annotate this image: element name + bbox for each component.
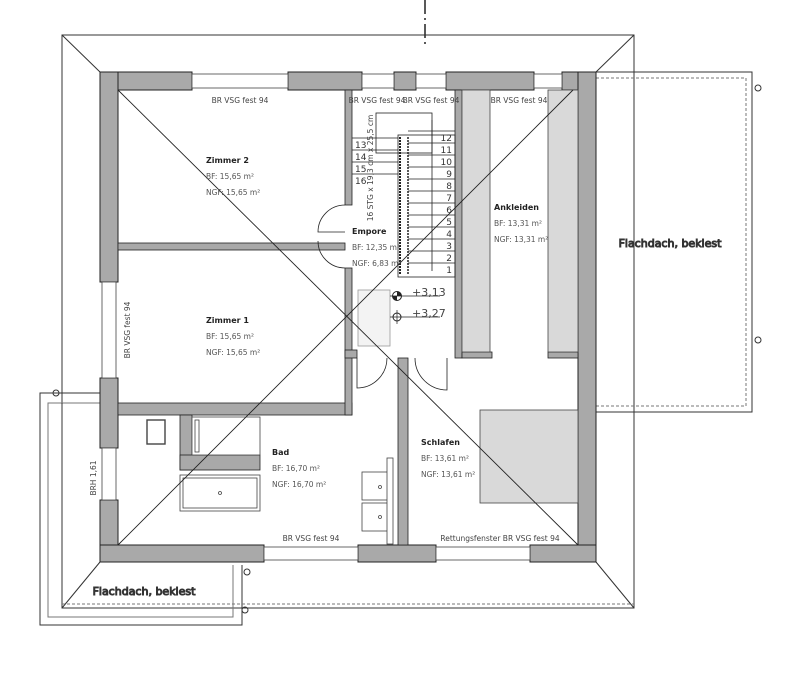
stair-step-number: 16	[355, 177, 367, 187]
windows	[101, 73, 563, 561]
stair-step-number: 15	[355, 165, 366, 175]
roof-outline	[61, 34, 635, 609]
window-label: BR VSG fest 94	[123, 301, 132, 358]
flat-roof-left: Flachdach, bekiest	[39, 389, 634, 626]
room-zimmer-2: Zimmer 2 BF: 15,65 m² NGF: 15,65 m²	[206, 156, 260, 197]
room-zimmer-1: Zimmer 1 BF: 15,65 m² NGF: 15,65 m²	[206, 316, 260, 357]
room-labels: Zimmer 2 BF: 15,65 m² NGF: 15,65 m² Zimmer…	[206, 156, 548, 489]
staircase[interactable]	[375, 112, 456, 278]
window-label: BR VSG fest 94	[349, 96, 406, 105]
svg-text:NGF: 16,70 m²: NGF: 16,70 m²	[272, 480, 326, 489]
svg-text:BF: 13,31 m²: BF: 13,31 m²	[494, 219, 542, 228]
stair-step-number: 11	[441, 146, 452, 156]
svg-text:Bad: Bad	[272, 448, 289, 457]
window-label: BR VSG fest 94	[403, 96, 460, 105]
stair-step-number: 5	[446, 218, 452, 228]
window-label: BR VSG fest 94	[212, 96, 269, 105]
svg-text:BF: 12,35 m²: BF: 12,35 m²	[352, 243, 400, 252]
stair-step-number: 12	[441, 134, 452, 144]
stair-step-number: 7	[446, 194, 452, 204]
stair-step-number: 8	[446, 182, 452, 192]
flat-roof-right-label: Flachdach, bekiest	[619, 237, 723, 250]
svg-text:Empore: Empore	[352, 227, 387, 236]
stair-step-number: 6	[446, 206, 452, 216]
flat-roof-left-label: Flachdach, bekiest	[93, 585, 197, 598]
window-label: BR VSG fest 94	[283, 534, 340, 543]
stair-step-number: 2	[446, 254, 452, 264]
stair-step-number: 4	[446, 230, 452, 240]
svg-text:NGF: 13,31 m²: NGF: 13,31 m²	[494, 235, 548, 244]
svg-text:Zimmer 2: Zimmer 2	[206, 156, 249, 165]
furniture	[146, 89, 579, 545]
stair-step-number: 14	[355, 153, 367, 163]
stair-step-number: 1	[446, 266, 452, 276]
interior-walls	[117, 89, 579, 546]
window-label: Rettungsfenster BR VSG fest 94	[440, 534, 560, 543]
window-labels: BR VSG fest 94 BR VSG fest 94 BR VSG fes…	[89, 96, 560, 543]
svg-text:Ankleiden: Ankleiden	[494, 203, 539, 212]
level-b: +3,27	[412, 307, 446, 320]
svg-text:NGF: 6,83 m²: NGF: 6,83 m²	[352, 259, 401, 268]
window-label: BRH 1,61	[89, 460, 98, 495]
stair-step-number: 13	[355, 141, 366, 151]
window-label: BR VSG fest 94	[491, 96, 548, 105]
svg-text:BF: 16,70 m²: BF: 16,70 m²	[272, 464, 320, 473]
svg-text:BF: 13,61 m²: BF: 13,61 m²	[421, 454, 469, 463]
stair-step-number: 9	[446, 170, 452, 180]
svg-text:Schlafen: Schlafen	[421, 438, 460, 447]
svg-text:NGF: 15,65 m²: NGF: 15,65 m²	[206, 188, 260, 197]
outer-walls	[99, 71, 597, 563]
airspace-cross	[117, 89, 579, 546]
svg-text:Zimmer 1: Zimmer 1	[206, 316, 249, 325]
level-a: +3,13	[412, 286, 446, 299]
svg-text:NGF: 15,65 m²: NGF: 15,65 m²	[206, 348, 260, 357]
svg-text:BF: 15,65 m²: BF: 15,65 m²	[206, 172, 254, 181]
stair-step-number: 3	[446, 242, 452, 252]
stair-step-number: 10	[441, 158, 453, 168]
stair-label: 16 STG x 19,3 cm x 25,5 cm	[366, 115, 375, 222]
svg-text:NGF: 13,61 m²: NGF: 13,61 m²	[421, 470, 475, 479]
doors	[317, 204, 448, 391]
level-markers: +3,13 +3,27	[390, 286, 446, 324]
svg-text:BF: 15,65 m²: BF: 15,65 m²	[206, 332, 254, 341]
flat-roof-right: Flachdach, bekiest	[589, 71, 762, 413]
